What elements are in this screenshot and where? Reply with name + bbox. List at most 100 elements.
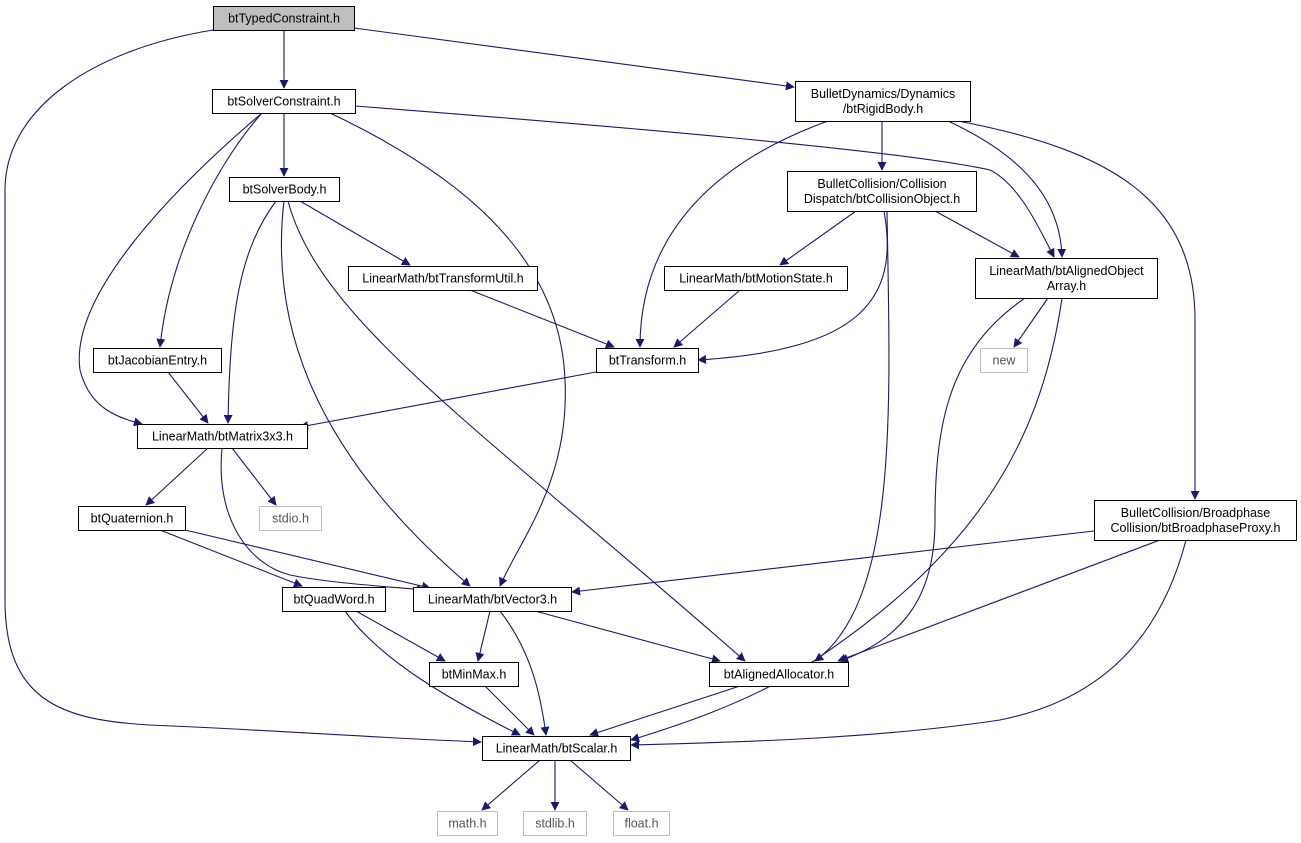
node-label: LinearMath/btMatrix3x3.h [152, 430, 293, 444]
node-label: LinearMath/btScalar.h [496, 742, 618, 756]
edge-bt-quad-word-to-bt-min-max [355, 610, 446, 662]
node-label: BulletCollision/Broadphase [1121, 506, 1270, 520]
node-bt-solver-constraint[interactable]: btSolverConstraint.h [212, 89, 356, 114]
node-box [980, 348, 1028, 373]
edge-bt-solver-body-to-bt-vector3 [280, 200, 471, 587]
node-bt-scalar[interactable]: LinearMath/btScalar.h [482, 736, 631, 761]
node-box [429, 662, 519, 687]
node-box [213, 6, 355, 31]
node-box [523, 811, 587, 836]
edge-bt-aligned-object-array-to-bt-aligned-allocator [839, 297, 1026, 663]
node-label: stdio.h [272, 512, 309, 526]
edge-bt-typed-constraint-to-bt-rigid-body [353, 27, 795, 91]
edge-bt-solver-constraint-to-bt-vector3 [329, 112, 566, 587]
node-box [596, 348, 699, 373]
node-bt-vector3[interactable]: LinearMath/btVector3.h [413, 587, 572, 612]
node-label: btMinMax.h [442, 668, 507, 682]
edge-bt-broadphase-proxy-to-bt-vector3 [571, 530, 1095, 596]
node-box [664, 266, 848, 291]
node-box [413, 587, 572, 612]
node-label: Array.h [1047, 279, 1086, 293]
nodes-layer: btTypedConstraint.hbtSolverConstraint.hB… [78, 6, 1297, 836]
node-box [613, 811, 670, 836]
edge-bt-matrix3x3-to-stdio [231, 447, 277, 506]
node-label: btSolverConstraint.h [227, 95, 340, 109]
node-label: new [993, 354, 1017, 368]
node-box [787, 171, 977, 212]
node-box [482, 736, 631, 761]
node-stdlib: stdlib.h [523, 811, 587, 836]
node-box [78, 506, 186, 531]
node-label: btTransform.h [609, 354, 686, 368]
edge-bt-rigid-body-to-bt-transform [635, 120, 829, 348]
node-bt-transform[interactable]: btTransform.h [596, 348, 699, 373]
node-bt-collision-object[interactable]: BulletCollision/CollisionDispatch/btColl… [787, 171, 977, 212]
node-label: btQuadWord.h [293, 593, 374, 607]
node-float: float.h [613, 811, 670, 836]
edge-bt-quaternion-to-bt-vector3 [184, 529, 431, 591]
node-box [229, 177, 340, 202]
edge-bt-vector3-to-bt-min-max [475, 610, 491, 662]
edge-bt-aligned-object-array-to-new [1013, 297, 1049, 348]
node-bt-transform-util[interactable]: LinearMath/btTransformUtil.h [348, 266, 538, 291]
node-box [1094, 500, 1297, 541]
node-label: Dispatch/btCollisionObject.h [804, 192, 960, 206]
node-label: /btRigidBody.h [843, 102, 923, 116]
node-bt-quaternion[interactable]: btQuaternion.h [78, 506, 186, 531]
node-math: math.h [437, 811, 498, 836]
node-label: BulletCollision/Collision [817, 177, 946, 191]
edge-bt-rigid-body-to-bt-broadphase-proxy [957, 120, 1200, 500]
node-box [282, 587, 386, 612]
node-bt-aligned-allocator[interactable]: btAlignedAllocator.h [709, 662, 849, 687]
node-box [137, 424, 308, 449]
node-label: BulletDynamics/Dynamics [811, 87, 955, 101]
edge-bt-min-max-to-bt-scalar [484, 685, 535, 736]
edge-bt-solver-body-to-bt-transform-util [299, 200, 411, 266]
node-label: btSolverBody.h [243, 183, 327, 197]
node-bt-broadphase-proxy[interactable]: BulletCollision/BroadphaseCollision/btBr… [1094, 500, 1297, 541]
edge-bt-collision-object-to-bt-motion-state [779, 210, 857, 266]
edge-bt-solver-constraint-to-bt-aligned-object-array [354, 105, 1055, 258]
node-label: btAlignedAllocator.h [724, 668, 835, 682]
edge-bt-solver-body-to-bt-matrix3x3 [223, 200, 277, 424]
node-bt-jacobian-entry[interactable]: btJacobianEntry.h [93, 348, 222, 373]
node-label: LinearMath/btMotionState.h [679, 272, 833, 286]
node-box [975, 258, 1158, 299]
node-stdio: stdio.h [259, 506, 322, 531]
node-bt-typed-constraint[interactable]: btTypedConstraint.h [213, 6, 355, 31]
node-label: float.h [624, 817, 658, 831]
edge-bt-aligned-allocator-to-bt-scalar [589, 685, 741, 737]
edge-bt-vector3-to-bt-scalar [499, 610, 550, 736]
edge-bt-solver-body-to-bt-aligned-allocator [287, 200, 746, 662]
edge-bt-broadphase-proxy-to-bt-scalar [630, 539, 1187, 750]
edge-bt-collision-object-to-bt-aligned-allocator [814, 210, 890, 662]
node-box [437, 811, 498, 836]
node-bt-rigid-body[interactable]: BulletDynamics/Dynamics/btRigidBody.h [795, 81, 971, 122]
node-label: btJacobianEntry.h [108, 354, 207, 368]
edge-bt-typed-constraint-to-bt-scalar [4, 29, 482, 747]
node-bt-min-max[interactable]: btMinMax.h [429, 662, 519, 687]
edge-bt-transform-to-bt-matrix3x3 [299, 371, 597, 430]
edge-bt-motion-state-to-bt-transform [673, 289, 741, 348]
edges-layer [4, 27, 1200, 811]
node-label: math.h [448, 817, 486, 831]
node-bt-matrix3x3[interactable]: LinearMath/btMatrix3x3.h [137, 424, 308, 449]
node-new: new [980, 348, 1028, 373]
node-box [348, 266, 538, 291]
edge-bt-jacobian-entry-to-bt-matrix3x3 [167, 371, 209, 424]
edge-bt-broadphase-proxy-to-bt-aligned-allocator [837, 539, 1161, 663]
edge-bt-scalar-to-math [481, 759, 541, 811]
node-bt-solver-body[interactable]: btSolverBody.h [229, 177, 340, 202]
node-box [93, 348, 222, 373]
node-box [212, 89, 356, 114]
node-label: stdlib.h [535, 817, 575, 831]
node-label: LinearMath/btAlignedObject [989, 264, 1144, 278]
edge-bt-rigid-body-to-bt-aligned-object-array [947, 120, 1067, 258]
node-bt-quad-word[interactable]: btQuadWord.h [282, 587, 386, 612]
edge-bt-vector3-to-bt-aligned-allocator [534, 610, 721, 664]
edge-bt-solver-constraint-to-bt-jacobian-entry [156, 112, 263, 348]
node-box [259, 506, 322, 531]
node-bt-motion-state[interactable]: LinearMath/btMotionState.h [664, 266, 848, 291]
